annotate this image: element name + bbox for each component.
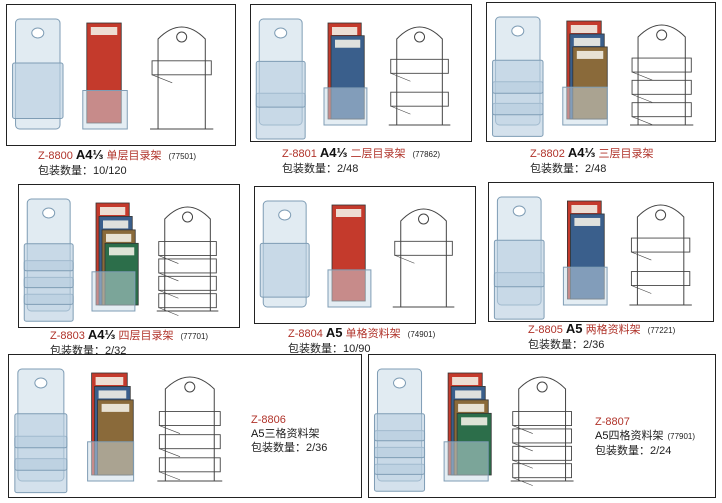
product-photo: [9, 355, 245, 497]
product-pack: 包装数量：2/36: [528, 339, 605, 351]
product-photo: [487, 3, 715, 141]
product-size: A5: [565, 321, 583, 336]
holder-line-drawing: [150, 26, 214, 130]
product-size: A4⅓: [319, 145, 348, 160]
acrylic-holder-with-brochures: [91, 202, 139, 312]
acrylic-holder-with-brochures: [443, 372, 492, 482]
holder-line-drawing: [157, 376, 223, 482]
product-size: A4⅓: [87, 327, 116, 342]
product-panel-z8805: [488, 182, 714, 322]
product-illustration: [14, 368, 223, 494]
product-panel-z8801: [250, 4, 472, 142]
product-photo: [255, 187, 475, 323]
product-illustration: [493, 196, 692, 320]
product-code: Z-8803: [50, 330, 85, 342]
holder-line-drawing: [629, 204, 692, 306]
product-name: 三格资料架: [264, 428, 320, 440]
product-illustration: [259, 200, 455, 308]
product-pack: 包装数量：10/90: [288, 343, 371, 355]
product-photo: [251, 5, 471, 141]
product-ref: (77501): [168, 152, 197, 161]
acrylic-holder-clear: [373, 368, 426, 492]
holder-line-drawing: [630, 24, 694, 126]
product-name: 四层目录架: [118, 330, 174, 342]
product-code: Z-8807: [595, 416, 630, 428]
acrylic-holder-clear: [493, 196, 545, 320]
acrylic-holder-clear: [12, 18, 64, 130]
product-caption-z8801: Z-8801 A4⅓ 二层目录架 (77862) 包装数量：2/48: [282, 146, 440, 176]
holder-line-drawing: [156, 206, 219, 316]
product-pack: 包装数量：2/48: [282, 163, 359, 175]
product-code: Z-8802: [530, 148, 565, 160]
product-panel-z8803: [18, 184, 240, 328]
product-caption-z8804: Z-8804 A5 单格资料架 (74901) 包装数量：10/90: [288, 326, 435, 356]
acrylic-holder-with-brochures: [82, 22, 128, 130]
product-pack: 包装数量：2/48: [530, 163, 607, 175]
product-ref: (77901): [667, 432, 696, 441]
product-size: A5: [595, 430, 609, 442]
product-ref: (77701): [180, 332, 209, 341]
product-panel-z8800: [6, 4, 236, 146]
product-code: Z-8801: [282, 148, 317, 160]
product-photo: [489, 183, 713, 321]
product-code: Z-8800: [38, 150, 73, 162]
product-size: A5: [251, 428, 265, 440]
product-photo: [369, 355, 595, 497]
product-ref: (74901): [407, 330, 436, 339]
product-caption-z8802: Z-8802 A4⅓ 三层目录架 包装数量：2/48: [530, 146, 657, 176]
product-panel-z8806: Z-8806 A5三格资料架 包装数量：2/36: [8, 354, 362, 498]
product-caption-z8806: Z-8806 A5三格资料架 包装数量：2/36: [251, 413, 327, 455]
product-code: Z-8804: [288, 328, 323, 340]
product-pack: 包装数量：2/24: [595, 445, 672, 457]
acrylic-holder-with-brochures: [562, 200, 608, 306]
acrylic-holder-with-brochures: [87, 372, 135, 482]
product-pack: 包装数量：2/36: [251, 442, 328, 454]
product-size: A4⅓: [567, 145, 596, 160]
holder-line-drawing: [392, 208, 455, 308]
product-name: 单层目录架: [106, 150, 162, 162]
product-panel-z8807: Z-8807 A5四格资料架(77901) 包装数量：2/24: [368, 354, 716, 498]
product-caption-z8807: Z-8807 A5四格资料架(77901) 包装数量：2/24: [595, 415, 695, 458]
product-size: A5: [325, 325, 343, 340]
acrylic-holder-clear: [255, 18, 306, 140]
product-caption-z8805: Z-8805 A5 两格资料架 (77221) 包装数量：2/36: [528, 322, 675, 352]
product-code: Z-8805: [528, 324, 563, 336]
acrylic-holder-with-brochures: [562, 20, 608, 126]
holder-line-drawing: [510, 376, 574, 486]
product-name: 三层目录架: [598, 148, 654, 160]
product-caption-z8800: Z-8800 A4⅓ 单层目录架 (77501) 包装数量：10/120: [38, 148, 196, 178]
product-illustration: [492, 16, 694, 137]
product-pack: 包装数量：10/120: [38, 165, 127, 177]
product-name: 四格资料架: [608, 430, 664, 442]
product-illustration: [255, 18, 451, 140]
product-illustration: [373, 368, 574, 492]
acrylic-holder-clear: [492, 16, 544, 137]
product-name: 二层目录架: [350, 148, 406, 160]
acrylic-holder-with-brochures: [323, 22, 368, 126]
product-photo: [7, 5, 235, 145]
product-ref: (77221): [647, 326, 676, 335]
product-panel-z8804: [254, 186, 476, 324]
product-name: 两格资料架: [585, 324, 641, 336]
acrylic-holder-clear: [259, 200, 310, 308]
acrylic-holder-clear: [14, 368, 68, 494]
holder-line-drawing: [388, 26, 451, 126]
acrylic-holder-with-brochures: [327, 204, 372, 308]
product-panel-z8802: [486, 2, 716, 142]
product-code: Z-8806: [251, 414, 286, 426]
product-illustration: [23, 198, 219, 322]
product-size: A4⅓: [75, 147, 104, 162]
acrylic-holder-clear: [23, 198, 74, 322]
product-ref: (77862): [412, 150, 441, 159]
product-photo: [19, 185, 239, 327]
product-illustration: [12, 18, 214, 130]
product-name: 单格资料架: [345, 328, 401, 340]
